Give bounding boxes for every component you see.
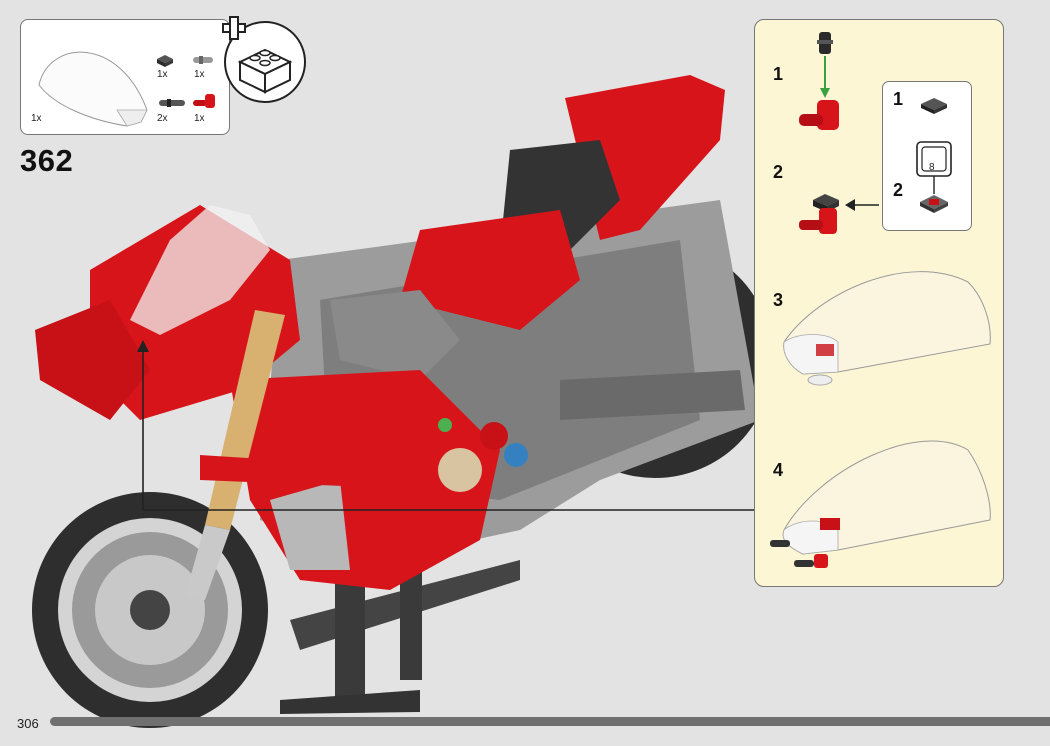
windscreen-step3-illustration xyxy=(783,271,991,386)
page-number: 306 xyxy=(17,716,39,731)
pin-insert-illustration xyxy=(799,32,839,130)
substep-1-label: 1 xyxy=(773,64,784,84)
sticker-number: 8 xyxy=(929,162,935,173)
parts-list-box: 1x 1x 1x 2x 1x xyxy=(20,19,230,135)
substep-3-label: 3 xyxy=(773,290,784,310)
connector-with-tile-illustration xyxy=(799,194,879,234)
sticker-icon xyxy=(916,141,952,213)
inner-substep-1-label: 1 xyxy=(893,89,904,109)
pin-grey-icon xyxy=(193,56,213,64)
windscreen-part-image xyxy=(38,51,148,127)
substep-4-label: 4 xyxy=(773,460,784,480)
step-number: 362 xyxy=(20,143,74,178)
page-progress-bar xyxy=(50,717,1050,726)
tile-dark-qty: 1x xyxy=(157,69,168,80)
axle-pin-dark-icon xyxy=(159,99,185,107)
windscreen-step4-illustration xyxy=(770,440,991,568)
substep-2-label: 2 xyxy=(773,162,784,182)
pin-grey-qty: 1x xyxy=(194,69,205,80)
tile-dark-icon xyxy=(157,55,173,67)
connector-red-icon xyxy=(193,94,215,108)
inner-tile-icon xyxy=(921,98,947,114)
inner-substep-2-label: 2 xyxy=(893,180,904,200)
axle-pin-dark-qty: 2x xyxy=(157,113,168,124)
windscreen-part-qty: 1x xyxy=(31,113,42,124)
new-brick-icon xyxy=(222,16,306,103)
connector-red-qty: 1x xyxy=(194,113,205,124)
